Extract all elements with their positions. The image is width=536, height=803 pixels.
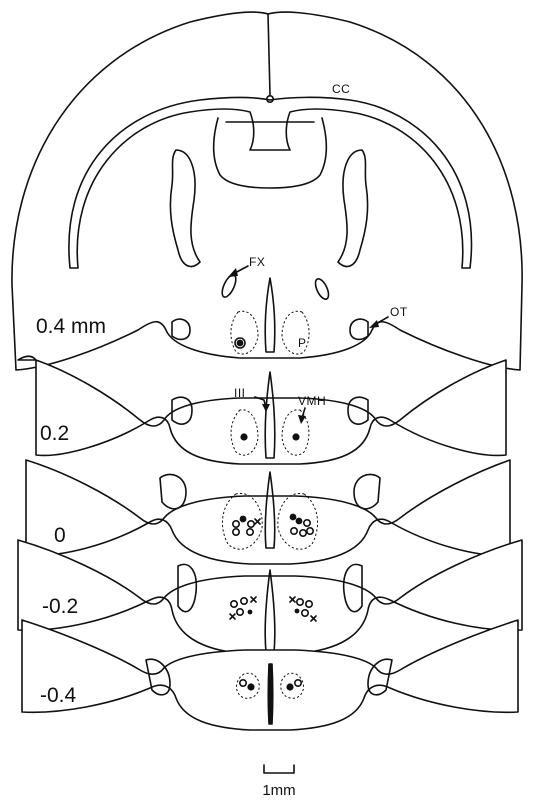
marker-filled-circle <box>295 609 300 614</box>
level-label-minus-0.2: -0.2 <box>42 595 78 618</box>
level-label-0.4: 0.4 mm <box>36 315 106 338</box>
marker-filled-circle <box>248 610 253 615</box>
marker-filled-circle <box>237 340 244 347</box>
label-vmh: VMH <box>298 394 326 408</box>
section-0mm <box>26 460 510 564</box>
level-label-0: 0 <box>54 524 66 547</box>
scale-bar-line <box>264 765 294 773</box>
scale-bar-label: 1mm <box>262 782 295 799</box>
marker-filled-circle <box>247 683 254 690</box>
label-p: P <box>298 336 307 350</box>
label-fx: FX <box>249 255 265 269</box>
level-label-minus-0.4: -0.4 <box>40 684 77 707</box>
marker-filled-circle <box>296 518 303 525</box>
marker-filled-circle <box>286 683 293 690</box>
level-label-0.2: 0.2 <box>40 422 69 445</box>
section-0.2mm <box>18 356 506 464</box>
marker-filled-circle <box>290 514 297 521</box>
marker-filled-circle <box>292 433 299 440</box>
label-iii: III <box>234 386 246 400</box>
marker-filled-circle <box>240 433 247 440</box>
label-ot: OT <box>390 305 408 319</box>
marker-filled-circle <box>240 516 247 523</box>
scale-bar: 1mm <box>262 765 295 799</box>
label-cc: CC <box>332 82 350 96</box>
